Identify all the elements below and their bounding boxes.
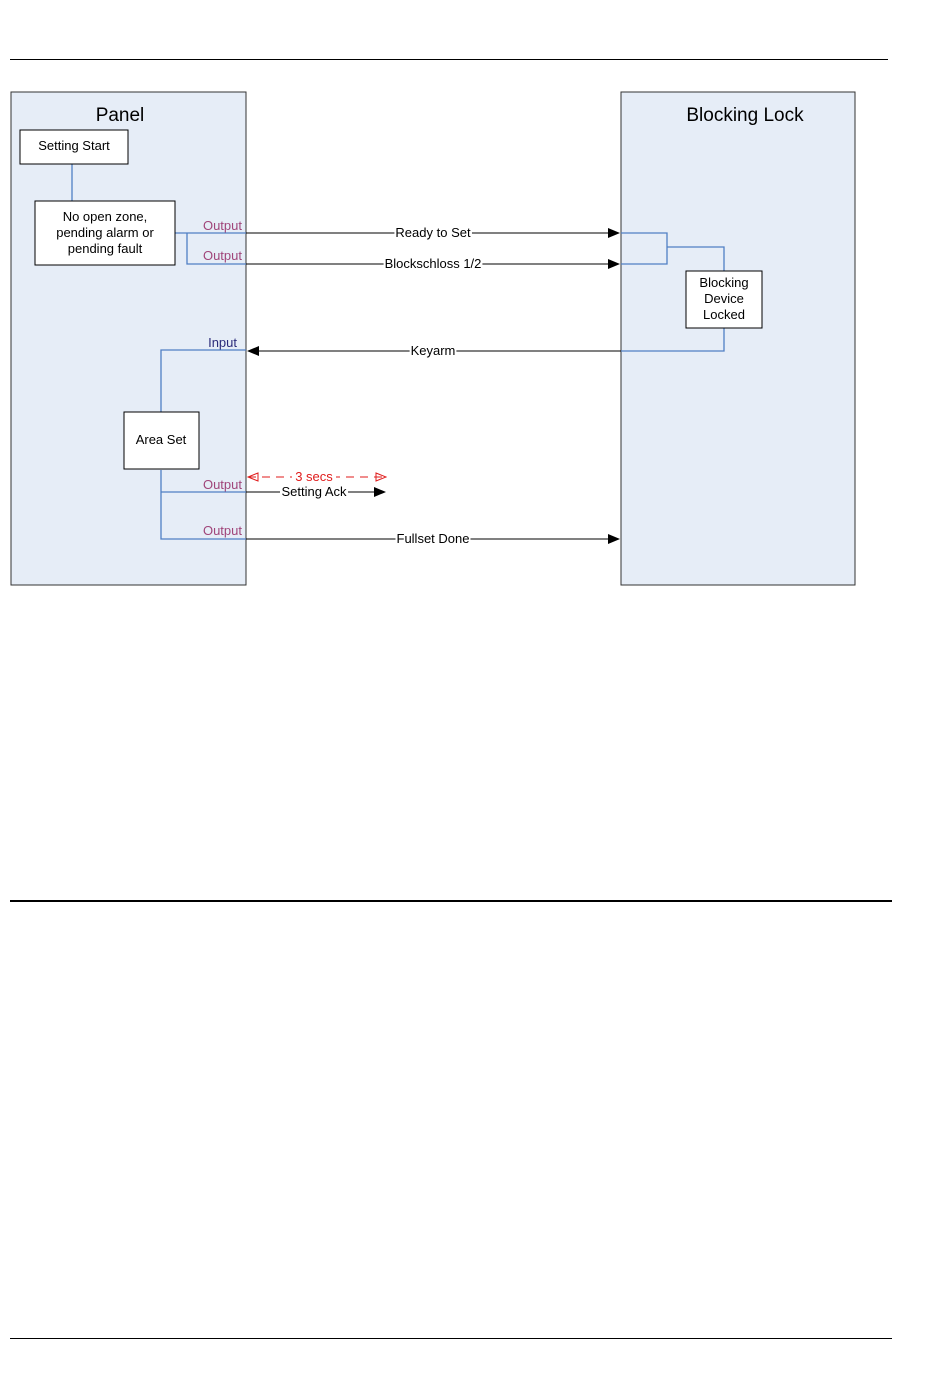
output-port-setting-ack: Output [203, 477, 242, 492]
output-port-fullset: Output [203, 523, 242, 538]
blocking-lock-lane [621, 92, 855, 585]
input-port-keyarm: Input [208, 335, 237, 350]
blocking-device-line-2: Device [704, 291, 744, 306]
panel-title: Panel [96, 105, 145, 126]
blocking-device-line-1: Blocking [699, 275, 748, 290]
fullset-done-label: Fullset Done [397, 531, 470, 546]
keyarm-label: Keyarm [411, 343, 456, 358]
output-port-blockschloss: Output [203, 248, 242, 263]
no-open-zone-line-3: pending fault [68, 241, 143, 256]
setting-start-label: Setting Start [38, 138, 110, 153]
no-open-zone-line-1: No open zone, [63, 209, 148, 224]
area-set-label: Area Set [136, 432, 187, 447]
setting-ack-label: Setting Ack [281, 484, 347, 499]
output-port-ready: Output [203, 218, 242, 233]
three-secs-label: 3 secs [295, 469, 333, 484]
section-rule [10, 900, 892, 902]
sequence-diagram: Panel Blocking Lock Setting Start No ope… [0, 0, 950, 620]
footer-rule [10, 1338, 892, 1339]
blockschloss-label: Blockschloss 1/2 [385, 256, 482, 271]
blocking-lock-title: Blocking Lock [686, 105, 804, 126]
blocking-device-line-3: Locked [703, 307, 745, 322]
no-open-zone-line-2: pending alarm or [56, 225, 154, 240]
ready-to-set-label: Ready to Set [395, 225, 471, 240]
